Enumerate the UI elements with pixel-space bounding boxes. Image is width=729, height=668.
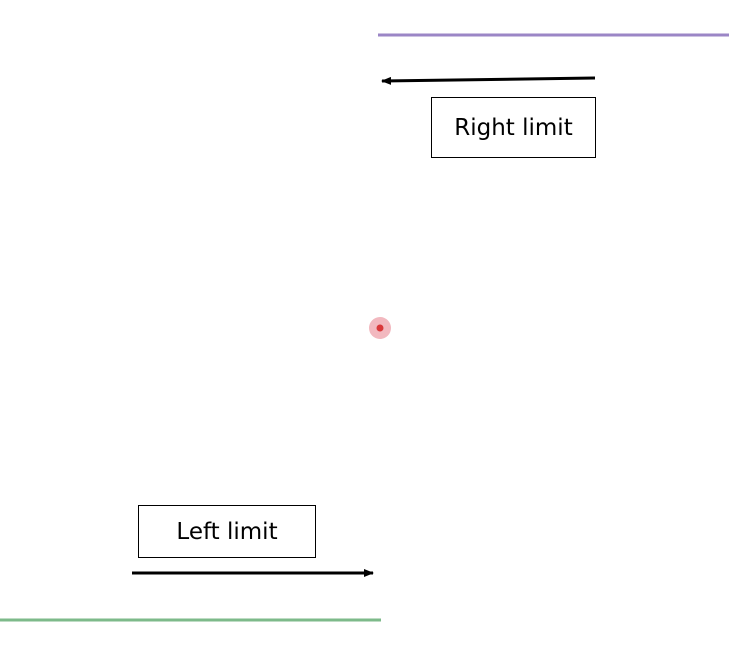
right-limit-label: Right limit: [454, 114, 573, 141]
right-limit-arrow: [381, 76, 596, 85]
left-limit-label: Left limit: [176, 518, 278, 545]
point-marker: [376, 324, 384, 332]
right-limit-label-box: Right limit: [431, 97, 596, 158]
left-limit-label-box: Left limit: [138, 505, 316, 558]
